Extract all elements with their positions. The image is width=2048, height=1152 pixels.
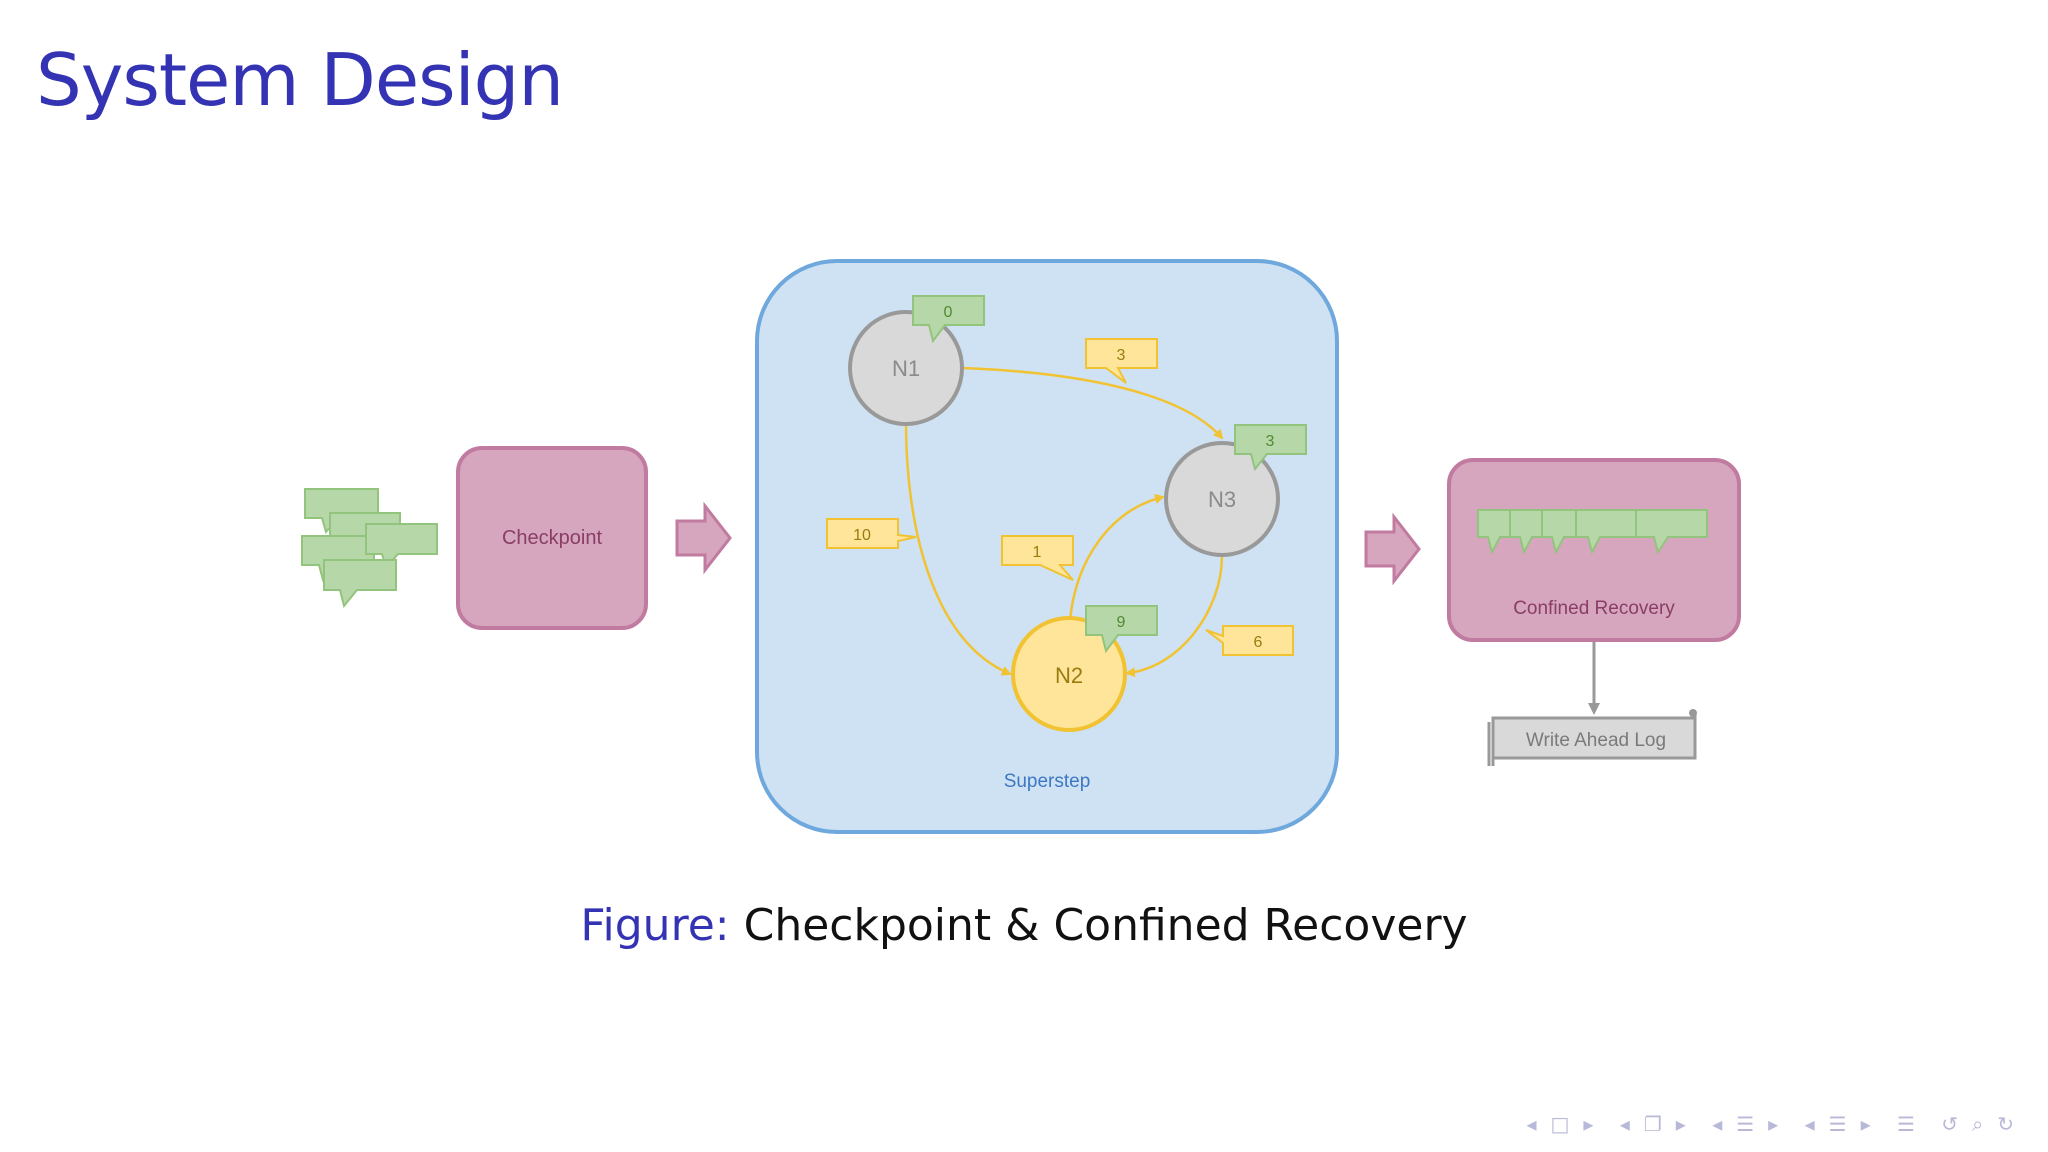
edge-n3-n2-weight: 6 [1254,634,1263,651]
caption-text: Checkpoint & Confined Recovery [743,900,1468,951]
confined-recovery-box: Confined Recovery [1447,458,1741,642]
node-n1-label: N1 [892,356,920,381]
node-n2-message: 9 [1117,614,1126,631]
node-n1: N1 [848,310,964,426]
edge-n1-n3-weight: 3 [1117,347,1126,364]
checkpoint-box: Checkpoint [456,446,648,630]
beamer-navigation: ◂ □ ▸ ◂ ❐ ▸ ◂ ☰ ▸ ◂ ☰ ▸ ☰ ↺ ⌕ ↻ [1518,1112,2020,1136]
graph-edges [904,366,1224,678]
node-n3: N3 [1164,441,1280,557]
node-n2: N2 [1011,616,1127,732]
next-subsection-icon[interactable]: ▸ [1675,1112,1692,1136]
next-section-icon[interactable]: ▸ [1768,1112,1785,1136]
figure-caption: Figure: Checkpoint & Confined Recovery [0,900,2048,951]
node-n1-message: 0 [944,304,953,321]
frame-icon[interactable]: □ [1550,1112,1576,1136]
block-arrow-icon [675,501,732,575]
edge-n1-n2 [904,423,1012,676]
caption-label: Figure: [580,900,730,951]
edge-n3-n2 [1125,555,1224,678]
message-bubble-icon [323,559,397,609]
edge-n2-n3-weight-bubble: 1 [1001,535,1074,581]
subsection-icon[interactable]: ❐ [1643,1112,1668,1136]
edge-n2-n3 [1068,494,1165,621]
logged-messages-row [1477,509,1708,555]
write-ahead-log-label: Write Ahead Log [1526,730,1666,751]
back-icon[interactable]: ↺ [1941,1112,1965,1136]
node-n2-label: N2 [1055,663,1083,688]
edge-n1-n2-weight: 10 [853,527,871,544]
next-slide-icon[interactable]: ▸ [1860,1112,1877,1136]
write-ahead-log-scroll: Write Ahead Log [1487,709,1697,766]
next-frame-icon[interactable]: ▸ [1583,1112,1600,1136]
forward-icon[interactable]: ↻ [1997,1112,2020,1136]
slide-title: System Design [36,38,564,122]
node-n3-message: 3 [1266,433,1275,450]
checkpoint-label: Checkpoint [502,527,603,549]
prev-subsection-icon[interactable]: ◂ [1619,1112,1636,1136]
node-n2-message-bubble: 9 [1085,605,1158,654]
slide-icon[interactable]: ☰ [1828,1112,1853,1136]
section-icon[interactable]: ☰ [1736,1112,1761,1136]
node-n3-message-bubble: 3 [1234,424,1307,472]
edge-n1-n3 [961,366,1224,440]
node-n3-label: N3 [1208,487,1236,512]
search-icon[interactable]: ⌕ [1972,1112,1990,1136]
edge-n1-n2-weight-bubble: 10 [826,518,917,549]
confined-recovery-label: Confined Recovery [1513,598,1675,619]
prev-section-icon[interactable]: ◂ [1712,1112,1729,1136]
incoming-messages-stack [301,488,438,609]
prev-frame-icon[interactable]: ◂ [1526,1112,1543,1136]
prev-slide-icon[interactable]: ◂ [1804,1112,1821,1136]
message-bubble-icon [1635,509,1708,555]
superstep-label: Superstep [1004,771,1091,792]
node-n1-message-bubble: 0 [912,295,985,344]
edge-n3-n2-weight-bubble: 6 [1205,625,1294,656]
edge-n1-n3-weight-bubble: 3 [1085,338,1158,384]
edge-n2-n3-weight: 1 [1033,544,1042,561]
toc-icon[interactable]: ☰ [1896,1112,1921,1136]
block-arrow-icon [1364,512,1421,586]
